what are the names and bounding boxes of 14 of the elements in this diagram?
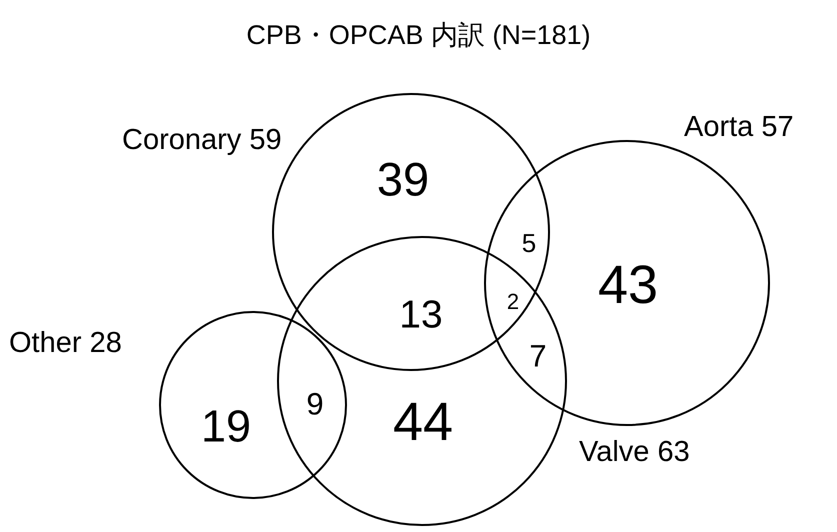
- chart-title: CPB・OPCAB 内訳 (N=181): [245, 22, 592, 49]
- set-label: Coronary 59: [122, 126, 282, 155]
- region-count: 9: [306, 388, 324, 420]
- set-label: Other 28: [9, 329, 122, 358]
- region-count: 7: [529, 340, 547, 372]
- region-count: 43: [598, 258, 658, 312]
- region-count: 19: [200, 404, 252, 448]
- region-count: 39: [376, 156, 430, 202]
- region-count: 5: [522, 230, 536, 256]
- region-count: 44: [392, 395, 454, 449]
- region-count: 2: [506, 291, 520, 313]
- region-count: 13: [399, 296, 443, 334]
- set-label: Valve 63: [579, 438, 690, 467]
- set-label: Aorta 57: [684, 113, 794, 142]
